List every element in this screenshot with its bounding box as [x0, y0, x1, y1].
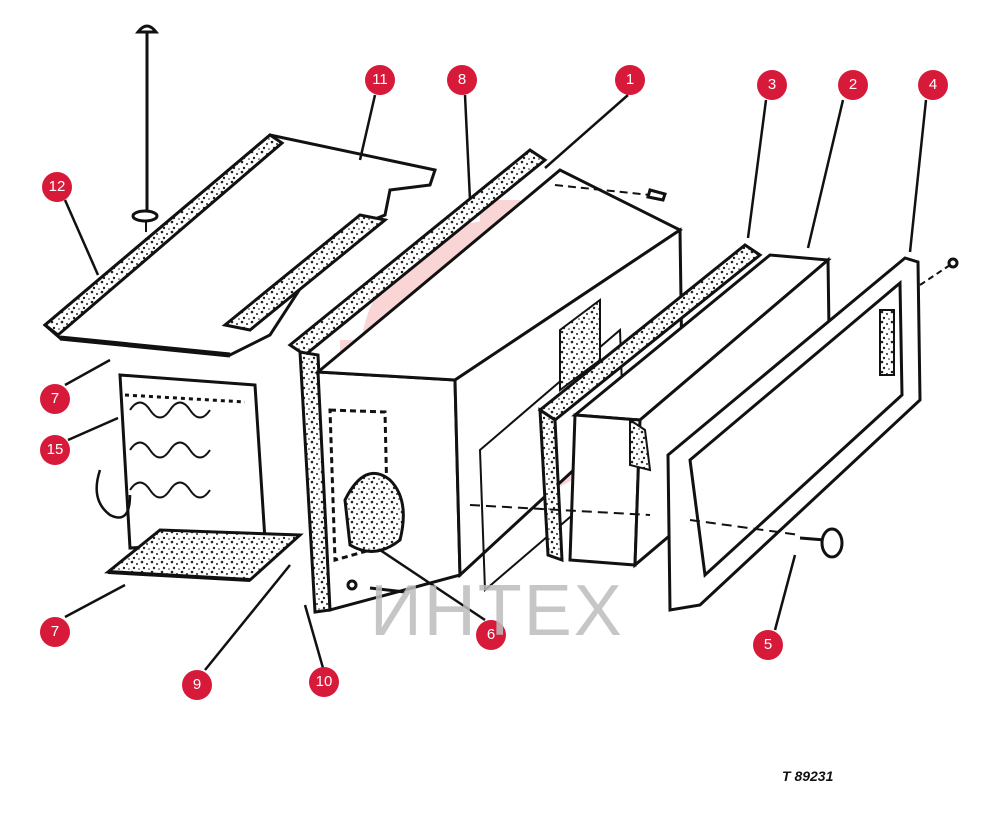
bezel-frame: [666, 256, 922, 612]
gasket-frame: [537, 243, 763, 563]
drawing-code: T 89231: [782, 768, 834, 784]
callout-c2: 2: [838, 70, 868, 100]
callout-c15: 15: [40, 435, 70, 465]
watermark-text: ИНТЕХ: [370, 571, 624, 651]
callout-c7b: 7: [40, 617, 70, 647]
callout-c11: 11: [365, 65, 395, 95]
callout-c1: 1: [615, 65, 645, 95]
callout-c8: 8: [447, 65, 477, 95]
callout-c12: 12: [42, 172, 72, 202]
small-screws: [346, 184, 959, 594]
callout-c5: 5: [753, 630, 783, 660]
transformer-coil-block: [95, 373, 267, 550]
callout-c9: 9: [182, 670, 212, 700]
callout-c4: 4: [918, 70, 948, 100]
knob-fastener: [799, 527, 844, 559]
callout-c6: 6: [476, 620, 506, 650]
callout-c7a: 7: [40, 384, 70, 414]
callout-c3: 3: [757, 70, 787, 100]
top-cover-plate: [42, 133, 437, 358]
callout-c10: 10: [309, 667, 339, 697]
bottom-mounting-plate: [104, 528, 304, 582]
callout-leader-lines: [63, 94, 928, 671]
